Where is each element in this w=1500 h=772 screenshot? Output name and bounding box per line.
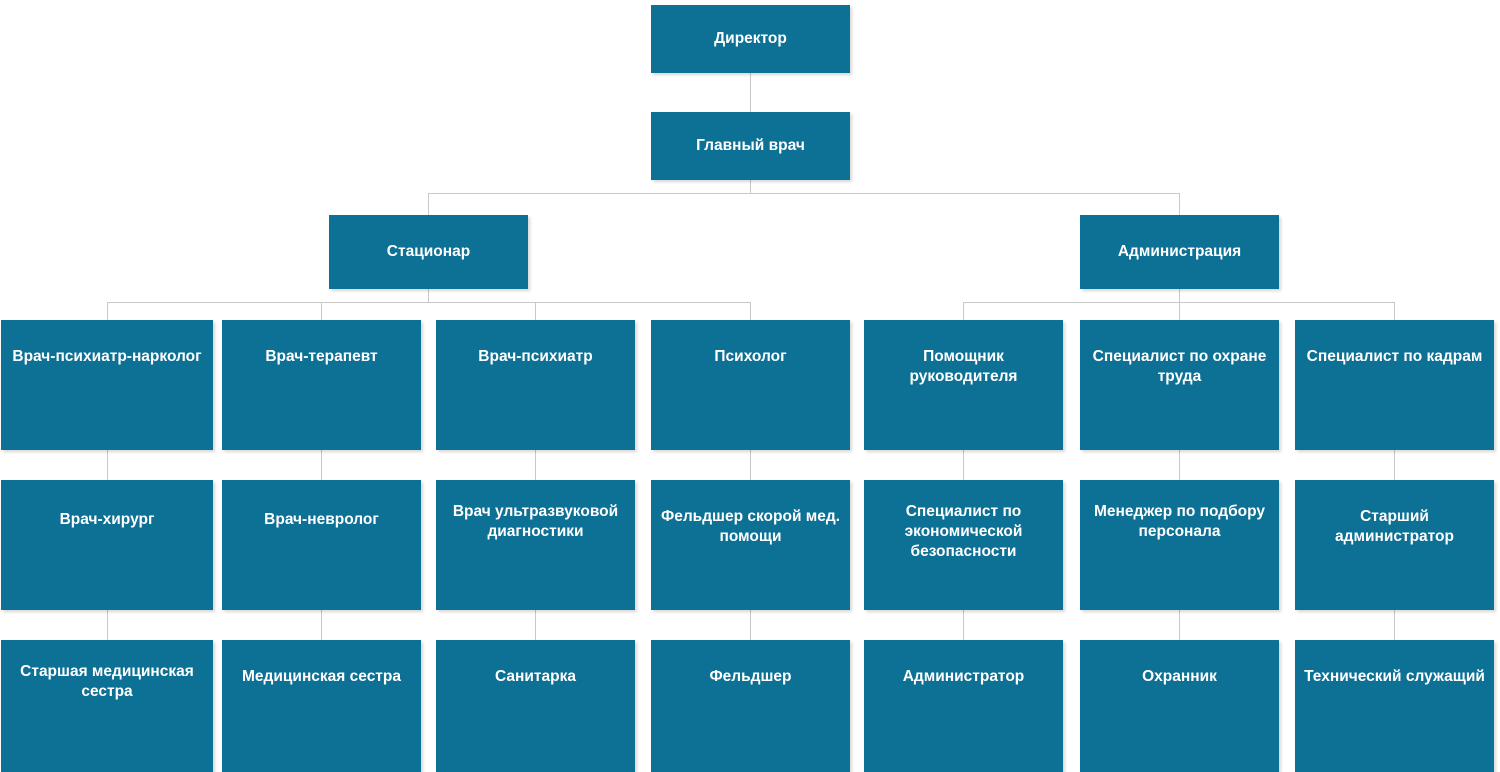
node-assistant-manager[interactable]: Помощник руководителя — [864, 320, 1063, 450]
connector-administration-stem — [1179, 289, 1180, 302]
connector-col1-row4-row5 — [107, 450, 108, 480]
node-administrator-label: Администратор — [902, 668, 1025, 685]
node-guard[interactable]: Охранник — [1080, 640, 1279, 772]
connector-col2-row4-row5 — [321, 450, 322, 480]
connector-administration-drop-2 — [1179, 302, 1180, 320]
node-psychiatrist-narcologist[interactable]: Врач-психиатр-нарколог — [1, 320, 213, 450]
connector-inpatient-drop-1 — [107, 302, 108, 320]
connector-bus-to-inpatient — [428, 193, 429, 215]
connector-chief-doctor-stem — [750, 180, 751, 193]
node-ambulance-paramedic-label: Фельдшер скорой мед. помощи — [660, 508, 841, 545]
node-orderly[interactable]: Санитарка — [436, 640, 635, 772]
node-psychologist[interactable]: Психолог — [651, 320, 850, 450]
connector-inpatient-bus — [107, 302, 751, 303]
connector-director-to-chief-doctor — [750, 73, 751, 112]
node-psychiatrist[interactable]: Врач-психиатр — [436, 320, 635, 450]
connector-col3-row5-row6 — [535, 610, 536, 640]
node-technical-staff[interactable]: Технический служащий — [1295, 640, 1494, 772]
connector-col4-row5-row6 — [750, 610, 751, 640]
node-economic-security-specialist[interactable]: Специалист по экономической безопасности — [864, 480, 1063, 610]
node-hr-specialist-label: Специалист по кадрам — [1306, 348, 1483, 365]
node-surgeon[interactable]: Врач-хирург — [1, 480, 213, 610]
node-labor-safety-specialist-label: Специалист по охране труда — [1092, 348, 1267, 385]
connector-bus-to-administration — [1179, 193, 1180, 215]
node-inpatient-label: Стационар — [386, 243, 471, 261]
node-inpatient[interactable]: Стационар — [329, 215, 528, 289]
node-economic-security-specialist-label: Специалист по экономической безопасности — [904, 503, 1023, 560]
node-administration[interactable]: Администрация — [1080, 215, 1279, 289]
node-hr-specialist[interactable]: Специалист по кадрам — [1295, 320, 1494, 450]
connector-col7-row4-row5 — [1394, 450, 1395, 480]
node-chief-doctor-label: Главный врач — [696, 137, 805, 155]
node-labor-safety-specialist[interactable]: Специалист по охране труда — [1080, 320, 1279, 450]
node-nurse[interactable]: Медицинская сестра — [222, 640, 421, 772]
connector-col2-row5-row6 — [321, 610, 322, 640]
node-psychologist-label: Психолог — [714, 348, 787, 365]
node-guard-label: Охранник — [1142, 668, 1217, 685]
connector-inpatient-drop-2 — [321, 302, 322, 320]
connector-administration-drop-3 — [1394, 302, 1395, 320]
node-administrator[interactable]: Администратор — [864, 640, 1063, 772]
node-therapist[interactable]: Врач-терапевт — [222, 320, 421, 450]
connector-col6-row4-row5 — [1179, 450, 1180, 480]
node-senior-nurse[interactable]: Старшая медицинская сестра — [1, 640, 213, 772]
node-surgeon-label: Врач-хирург — [59, 511, 155, 528]
node-director[interactable]: Директор — [651, 5, 850, 73]
node-neurologist[interactable]: Врач-невролог — [222, 480, 421, 610]
connector-administration-drop-1 — [963, 302, 964, 320]
node-therapist-label: Врач-терапевт — [265, 348, 378, 365]
node-director-label: Директор — [714, 30, 787, 48]
connector-col4-row4-row5 — [750, 450, 751, 480]
node-ambulance-paramedic[interactable]: Фельдшер скорой мед. помощи — [651, 480, 850, 610]
node-psychiatrist-label: Врач-психиатр — [478, 348, 593, 365]
node-technical-staff-label: Технический служащий — [1304, 668, 1485, 685]
node-senior-administrator[interactable]: Старший администратор — [1295, 480, 1494, 610]
connector-col5-row5-row6 — [963, 610, 964, 640]
connector-col7-row5-row6 — [1394, 610, 1395, 640]
node-psychiatrist-narcologist-label: Врач-психиатр-нарколог — [12, 348, 202, 365]
connector-inpatient-drop-4 — [750, 302, 751, 320]
node-administration-label: Администрация — [1117, 243, 1242, 261]
connector-col6-row5-row6 — [1179, 610, 1180, 640]
connector-inpatient-stem — [428, 289, 429, 302]
node-chief-doctor[interactable]: Главный врач — [651, 112, 850, 180]
node-orderly-label: Санитарка — [495, 668, 576, 685]
node-senior-administrator-label: Старший администратор — [1335, 508, 1454, 545]
node-recruitment-manager-label: Менеджер по подбору персонала — [1093, 503, 1266, 540]
node-ultrasound-doctor-label: Врач ультразвуковой диагностики — [452, 503, 619, 540]
node-nurse-label: Медицинская сестра — [241, 668, 401, 685]
node-senior-nurse-label: Старшая медицинская сестра — [20, 663, 194, 700]
connector-level3-bus — [428, 193, 1180, 194]
node-paramedic[interactable]: Фельдшер — [651, 640, 850, 772]
connector-col1-row5-row6 — [107, 610, 108, 640]
connector-col3-row4-row5 — [535, 450, 536, 480]
connector-inpatient-drop-3 — [535, 302, 536, 320]
node-assistant-manager-label: Помощник руководителя — [909, 348, 1018, 385]
node-ultrasound-doctor[interactable]: Врач ультразвуковой диагностики — [436, 480, 635, 610]
node-neurologist-label: Врач-невролог — [264, 511, 379, 528]
connector-col5-row4-row5 — [963, 450, 964, 480]
node-paramedic-label: Фельдшер — [709, 668, 792, 685]
node-recruitment-manager[interactable]: Менеджер по подбору персонала — [1080, 480, 1279, 610]
